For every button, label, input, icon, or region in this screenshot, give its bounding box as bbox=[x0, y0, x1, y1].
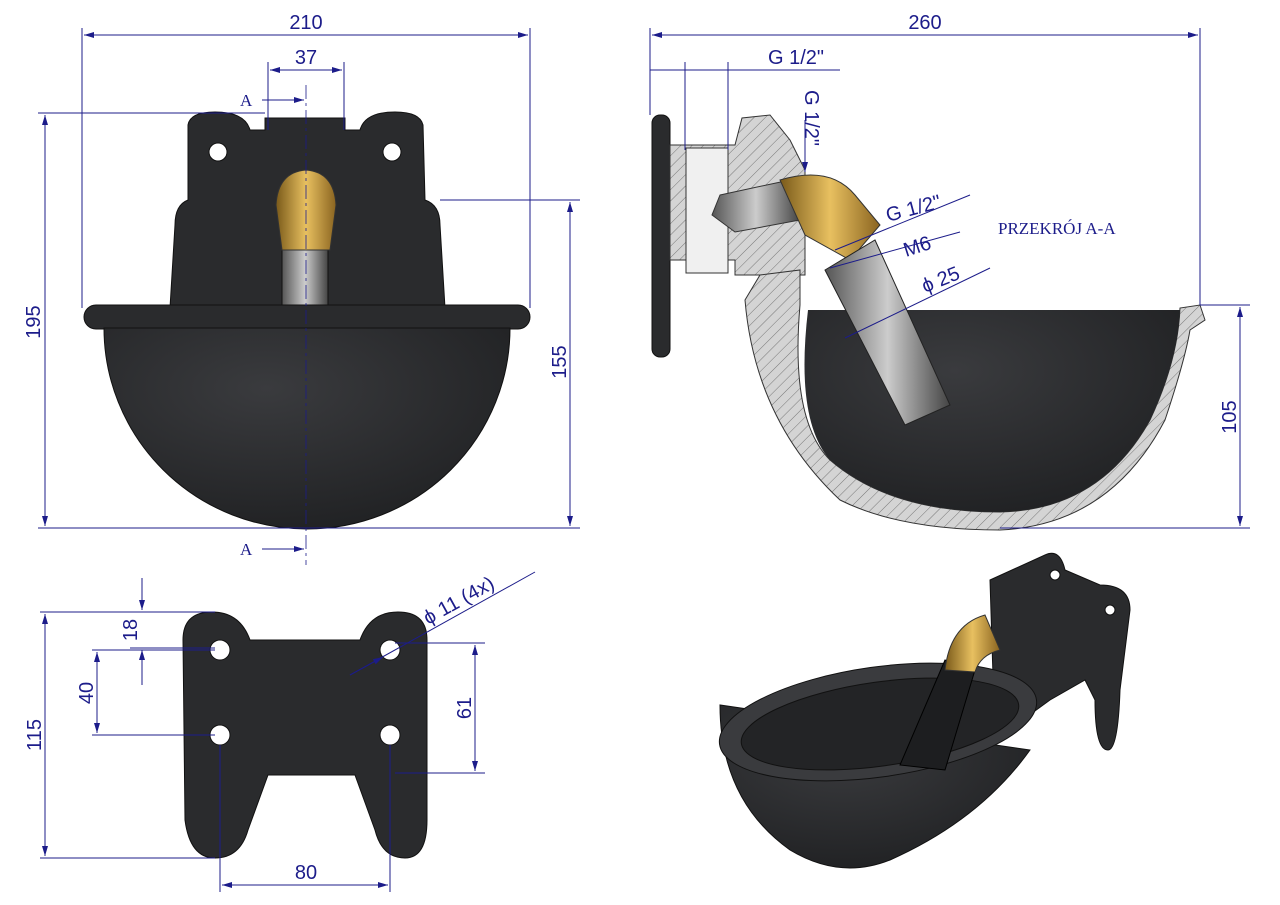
dim-115: 115 bbox=[24, 719, 46, 751]
section-mark-top: A bbox=[240, 91, 253, 110]
mounting-plate bbox=[182, 611, 428, 859]
valve-pipe bbox=[824, 239, 951, 426]
bowl bbox=[103, 327, 511, 530]
isometric-view bbox=[718, 552, 1131, 869]
dim-105: 105 bbox=[1219, 400, 1241, 433]
dim-61: 61 bbox=[454, 697, 476, 719]
inlet-nipple bbox=[711, 179, 801, 233]
dim-40: 40 bbox=[76, 682, 98, 704]
section-view bbox=[651, 114, 1206, 531]
dim-80: 80 bbox=[295, 862, 317, 884]
dim-210: 210 bbox=[289, 12, 322, 34]
front-view bbox=[83, 85, 531, 565]
bowl-rim bbox=[83, 304, 531, 330]
dim-155: 155 bbox=[549, 345, 571, 378]
screw-label: M6 bbox=[901, 232, 934, 262]
thread-inlet-label: G 1/2" bbox=[768, 47, 824, 69]
front-dimensions: 210 37 195 155 A A bbox=[23, 12, 580, 559]
pipe bbox=[281, 239, 329, 309]
dim-260: 260 bbox=[908, 12, 941, 34]
mount-hole bbox=[382, 142, 402, 162]
mount-hole bbox=[1104, 604, 1116, 616]
mount-hole bbox=[1049, 569, 1061, 581]
hole-diameter-label: ϕ 11 (4x) bbox=[420, 573, 498, 630]
dim-195: 195 bbox=[23, 305, 45, 338]
wall-flange bbox=[651, 114, 671, 358]
mount-hole bbox=[208, 142, 228, 162]
thread-elbow-label: G 1/2" bbox=[800, 90, 822, 146]
mount-hole bbox=[379, 724, 401, 746]
section-mark-bottom: A bbox=[240, 540, 253, 559]
dim-18: 18 bbox=[120, 619, 142, 641]
iso-brass-elbow bbox=[944, 614, 1001, 673]
thread-valve-label: G 1/2" bbox=[884, 191, 944, 227]
dim-37: 37 bbox=[295, 47, 317, 69]
pipe-diameter-label: ϕ 25 bbox=[919, 263, 963, 298]
brass-elbow-section bbox=[779, 174, 881, 261]
section-title: PRZEKRÓJ A-A bbox=[998, 219, 1116, 238]
